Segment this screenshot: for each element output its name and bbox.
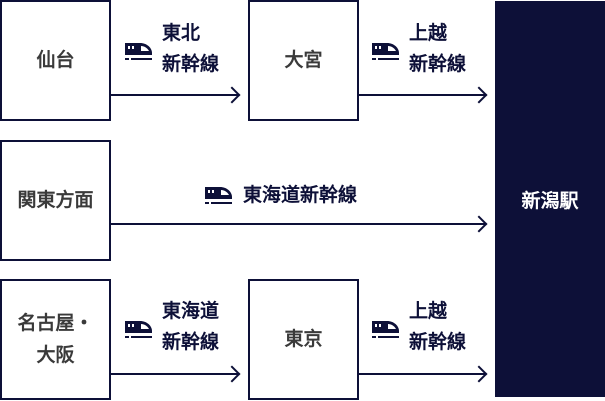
arrow-line: [111, 94, 239, 96]
shinkansen-train-icon: [372, 321, 399, 338]
shinkansen-train-icon: [372, 43, 399, 60]
origin-label: 名古屋・ 大阪: [17, 308, 93, 371]
line-label-joetsu: 上越 新幹線: [409, 18, 466, 80]
line-label-line2: 新幹線: [409, 53, 467, 75]
transfer-box-tokyo: 東京: [248, 279, 359, 400]
arrow-head-icon: [223, 365, 241, 383]
line-label-line1: 東北: [162, 22, 201, 44]
line-label-tokaido: 東海道 新幹線: [162, 296, 219, 358]
shinkansen-train-icon: [205, 187, 232, 204]
origin-label-line2: 大阪: [36, 343, 75, 366]
line-label-line2: 新幹線: [409, 331, 467, 353]
shinkansen-train-icon: [125, 43, 152, 60]
arrow-line: [111, 373, 239, 375]
shinkansen-train-icon: [125, 321, 152, 338]
destination-niigata-station: 新潟駅: [495, 1, 605, 397]
line-label-line2: 新幹線: [162, 331, 220, 353]
destination-label: 新潟駅: [521, 189, 579, 212]
origin-box-sendai: 仙台: [0, 0, 111, 121]
arrow-line: [359, 373, 486, 375]
line-label-line1: 上越: [409, 22, 448, 44]
line-label-line1: 上越: [409, 300, 448, 322]
origin-box-nagoya-osaka: 名古屋・ 大阪: [0, 279, 111, 400]
arrow-head-icon: [223, 86, 241, 104]
line-label-tokaido: 東海道新幹線: [243, 180, 357, 211]
line-label-joetsu: 上越 新幹線: [409, 296, 466, 358]
transfer-box-omiya: 大宮: [248, 0, 359, 121]
transfer-label: 大宮: [284, 48, 323, 71]
arrow-line: [111, 223, 486, 225]
origin-box-kanto: 関東方面: [0, 140, 111, 261]
origin-label: 仙台: [36, 48, 75, 71]
arrow-head-icon: [470, 215, 488, 233]
transfer-label: 東京: [284, 327, 323, 350]
line-label-text: 東海道新幹線: [243, 184, 358, 206]
origin-label-line1: 名古屋・: [17, 312, 94, 335]
line-label-line2: 新幹線: [162, 53, 220, 75]
arrow-head-icon: [470, 86, 488, 104]
line-label-tohoku: 東北 新幹線: [162, 18, 219, 80]
arrow-head-icon: [470, 365, 488, 383]
line-label-line1: 東海道: [162, 300, 220, 322]
origin-label: 関東方面: [17, 188, 94, 211]
arrow-line: [359, 94, 486, 96]
